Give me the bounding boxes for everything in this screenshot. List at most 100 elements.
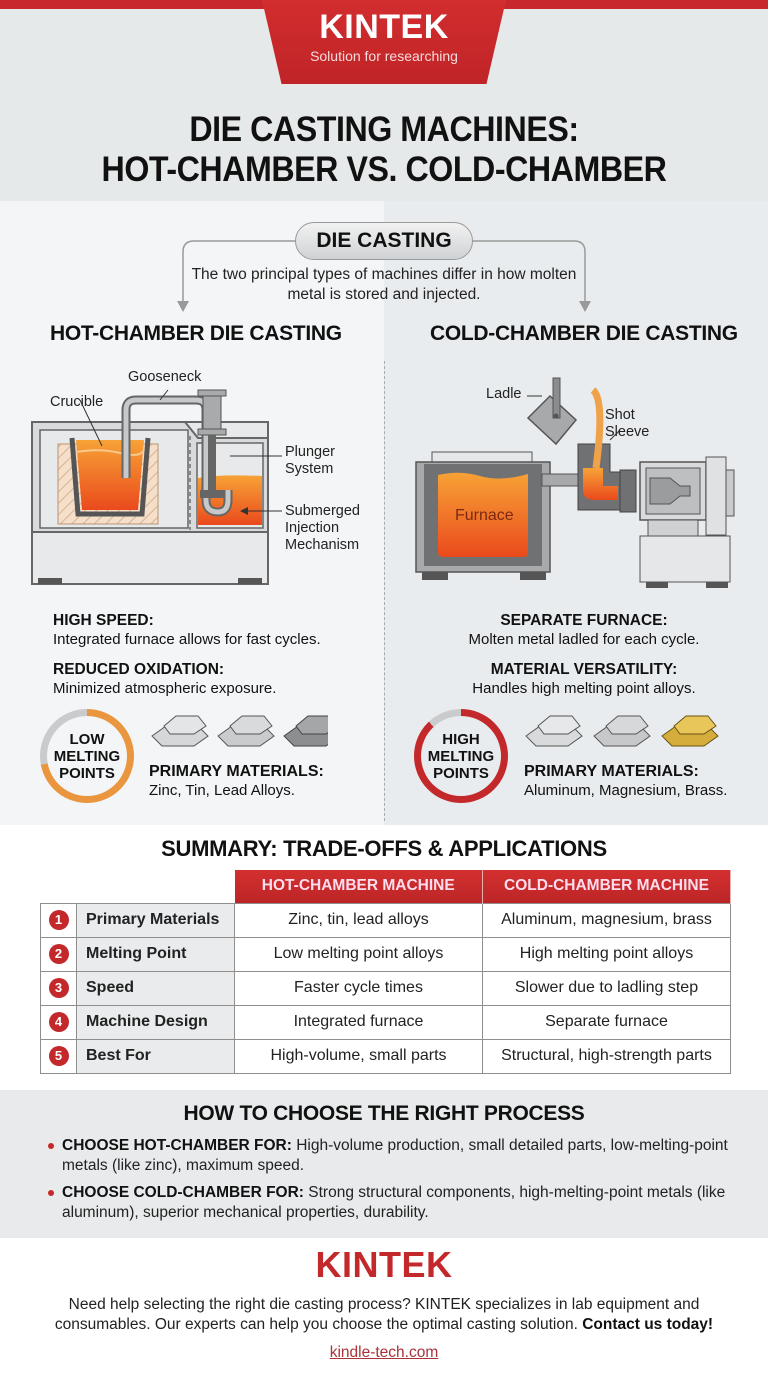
label-gooseneck: Gooseneck <box>128 369 202 385</box>
row-number: 2 <box>40 936 77 972</box>
row-number: 3 <box>40 970 77 1006</box>
choose-heading: CHOOSE COLD-CHAMBER FOR: <box>62 1184 304 1201</box>
footer-body: Need help selecting the right die castin… <box>54 1296 700 1333</box>
metal-ingots-icon <box>151 715 328 747</box>
label-plunger-system: Plunger System <box>285 444 335 478</box>
materials-heading: PRIMARY MATERIALS: <box>524 763 699 780</box>
cold-feature-furnace: SEPARATE FURNACE: Molten metal ladled fo… <box>400 611 768 649</box>
badge-line: MELTING <box>53 747 121 765</box>
hot-cell: Faster cycle times <box>234 970 483 1006</box>
choose-heading: CHOOSE HOT-CHAMBER FOR: <box>62 1137 292 1154</box>
cold-chamber-title: COLD-CHAMBER DIE CASTING <box>430 322 738 345</box>
branch-arrows-icon <box>177 240 591 312</box>
feature-heading: MATERIAL VERSATILITY: <box>490 661 678 678</box>
low-melting-badge: LOW MELTING POINTS <box>40 709 134 803</box>
materials-text: Zinc, Tin, Lead Alloys. <box>149 782 295 799</box>
feature-heading: SEPARATE FURNACE: <box>500 612 668 629</box>
hot-primary-materials: PRIMARY MATERIALS: Zinc, Tin, Lead Alloy… <box>149 762 324 800</box>
feature-text: Minimized atmospheric exposure. <box>53 680 277 697</box>
summary-table: HOT-CHAMBER MACHINE COLD-CHAMBER MACHINE… <box>40 870 731 1074</box>
feature-text: Molten metal ladled for each cycle. <box>468 631 700 648</box>
label-furnace: Furnace <box>455 507 514 524</box>
cold-chamber-diagram-icon <box>415 377 735 588</box>
badge-line: MELTING <box>427 747 495 765</box>
feature-heading: REDUCED OXIDATION: <box>53 661 225 678</box>
label-shot-sleeve: Shot Sleeve <box>605 407 649 441</box>
choose-process-section: HOW TO CHOOSE THE RIGHT PROCESS CHOOSE H… <box>0 1090 768 1238</box>
row-number: 1 <box>40 902 77 938</box>
label-shot-line2: Sleeve <box>605 424 650 440</box>
brand-tagline: Solution for researching <box>310 48 458 64</box>
table-row: 3 Speed Faster cycle times Slower due to… <box>40 970 731 1006</box>
title-line-1: DIE CASTING MACHINES: <box>189 110 579 149</box>
label-ladle: Ladle <box>486 386 522 402</box>
table-row: 1 Primary Materials Zinc, tin, lead allo… <box>40 902 731 938</box>
panel-divider <box>384 361 385 821</box>
label-submerged-line1: Submerged <box>285 503 360 519</box>
column-header-cold: COLD-CHAMBER MACHINE <box>482 870 731 903</box>
label-submerged-line3: Mechanism <box>285 537 360 553</box>
footer-logo: KINTEK <box>315 1244 453 1285</box>
feature-text: Integrated furnace allows for fast cycle… <box>53 631 321 648</box>
title-line-2: HOT-CHAMBER VS. COLD-CHAMBER <box>101 150 667 189</box>
cold-primary-materials: PRIMARY MATERIALS: Aluminum, Magnesium, … <box>524 762 727 800</box>
cold-feature-versatility: MATERIAL VERSATILITY: Handles high melti… <box>400 660 768 698</box>
number-badge: 1 <box>48 910 69 930</box>
number-badge: 5 <box>48 1046 69 1066</box>
row-label: Primary Materials <box>76 902 235 938</box>
intro-text: The two principal types of machines diff… <box>191 266 577 303</box>
table-row: 5 Best For High-volume, small parts Stru… <box>40 1038 731 1074</box>
website-link[interactable]: kindle-tech.com <box>329 1344 439 1361</box>
table-row: 4 Machine Design Integrated furnace Sepa… <box>40 1004 731 1040</box>
page-title: DIE CASTING MACHINES: HOT-CHAMBER VS. CO… <box>31 110 738 190</box>
table-header-blank <box>41 870 235 903</box>
summary-title: SUMMARY: TRADE-OFFS & APPLICATIONS <box>161 836 607 861</box>
number-badge: 3 <box>48 978 69 998</box>
cold-cell: High melting point alloys <box>482 936 731 972</box>
label-plunger-line2: System <box>285 461 334 477</box>
comparison-section: DIE CASTING The two principal types of m… <box>0 201 768 825</box>
hot-feature-speed: HIGH SPEED: Integrated furnace allows fo… <box>53 611 321 649</box>
cold-cell: Aluminum, magnesium, brass <box>482 902 731 938</box>
table-header-row: HOT-CHAMBER MACHINE COLD-CHAMBER MACHINE <box>41 870 731 903</box>
hot-chamber-diagram-icon <box>31 389 282 585</box>
hot-feature-oxidation: REDUCED OXIDATION: Minimized atmospheric… <box>53 660 276 698</box>
row-label: Best For <box>76 1038 235 1074</box>
footer-text: Need help selecting the right die castin… <box>40 1295 728 1335</box>
label-shot-line1: Shot <box>605 407 635 423</box>
label-submerged-injection: Submerged Injection Mechanism <box>285 503 360 554</box>
brand-name: KINTEK <box>319 8 449 46</box>
kintek-logo-header: KINTEK Solution for researching <box>262 0 506 84</box>
choose-item-cold: CHOOSE COLD-CHAMBER FOR: Strong structur… <box>46 1183 736 1223</box>
row-label: Melting Point <box>76 936 235 972</box>
hot-cell: Zinc, tin, lead alloys <box>234 902 483 938</box>
badge-line: POINTS <box>59 764 115 782</box>
hot-cell: Integrated furnace <box>234 1004 483 1040</box>
row-label: Speed <box>76 970 235 1006</box>
table-row: 2 Melting Point Low melting point alloys… <box>40 936 731 972</box>
choose-text: Strong structural components, high-melti… <box>62 1184 726 1221</box>
row-label: Machine Design <box>76 1004 235 1040</box>
cold-cell: Separate furnace <box>482 1004 731 1040</box>
hot-cell: High-volume, small parts <box>234 1038 483 1074</box>
choose-text: High-volume production, small detailed p… <box>62 1137 728 1174</box>
badge-line: LOW <box>69 730 105 748</box>
label-crucible: Crucible <box>50 394 104 410</box>
materials-heading: PRIMARY MATERIALS: <box>149 763 324 780</box>
die-casting-pill: DIE CASTING <box>295 222 473 260</box>
choose-list: CHOOSE HOT-CHAMBER FOR: High-volume prod… <box>46 1136 736 1230</box>
metal-ingots-icon <box>525 715 719 747</box>
high-melting-badge: HIGH MELTING POINTS <box>414 709 508 803</box>
hot-chamber-title: HOT-CHAMBER DIE CASTING <box>50 322 342 345</box>
row-number: 4 <box>40 1004 77 1040</box>
number-badge: 2 <box>48 944 69 964</box>
contact-cta[interactable]: Contact us today! <box>582 1316 714 1333</box>
feature-text: Handles high melting point alloys. <box>472 680 696 697</box>
hot-cell: Low melting point alloys <box>234 936 483 972</box>
label-submerged-line2: Injection <box>285 520 340 536</box>
cold-cell: Structural, high-strength parts <box>482 1038 731 1074</box>
badge-line: HIGH <box>442 730 480 748</box>
materials-text: Aluminum, Magnesium, Brass. <box>524 782 728 799</box>
cold-cell: Slower due to ladling step <box>482 970 731 1006</box>
choose-item-hot: CHOOSE HOT-CHAMBER FOR: High-volume prod… <box>46 1136 736 1176</box>
